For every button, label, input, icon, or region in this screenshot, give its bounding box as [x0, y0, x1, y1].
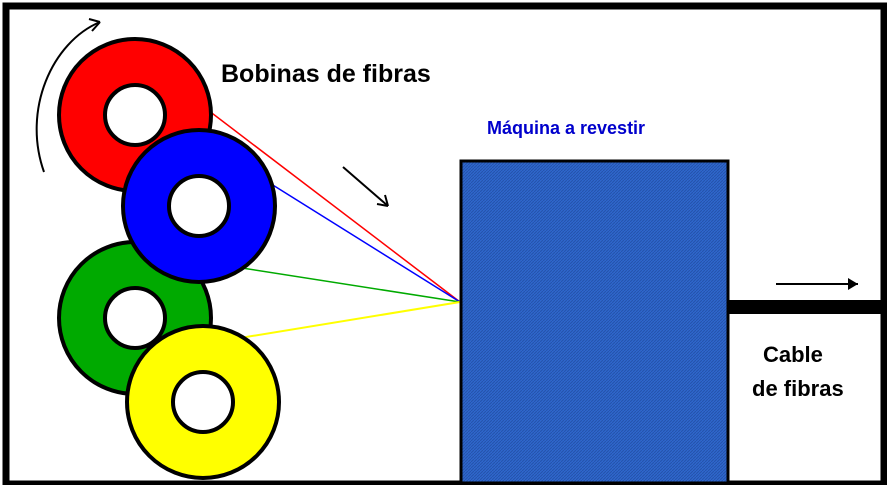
spool-yellow	[125, 324, 281, 480]
red-fiber	[199, 103, 461, 303]
output-cable	[728, 300, 884, 314]
right-arrow-icon	[776, 278, 858, 290]
spools-label: Bobinas de fibras	[221, 60, 431, 88]
blue-fiber	[267, 181, 461, 303]
green-fiber	[241, 267, 461, 303]
cable-label-line1: Cable	[763, 342, 823, 367]
machine-label: Máquina a revestir	[487, 118, 645, 138]
fiber-threads	[199, 103, 461, 339]
cable-label-line2: de fibras	[752, 376, 844, 401]
spool-blue	[121, 128, 277, 284]
yellow-fiber	[239, 301, 461, 339]
diagonal-arrow-icon	[342, 166, 389, 207]
curved-arrow-icon	[35, 18, 101, 173]
coating-machine	[459, 159, 730, 485]
